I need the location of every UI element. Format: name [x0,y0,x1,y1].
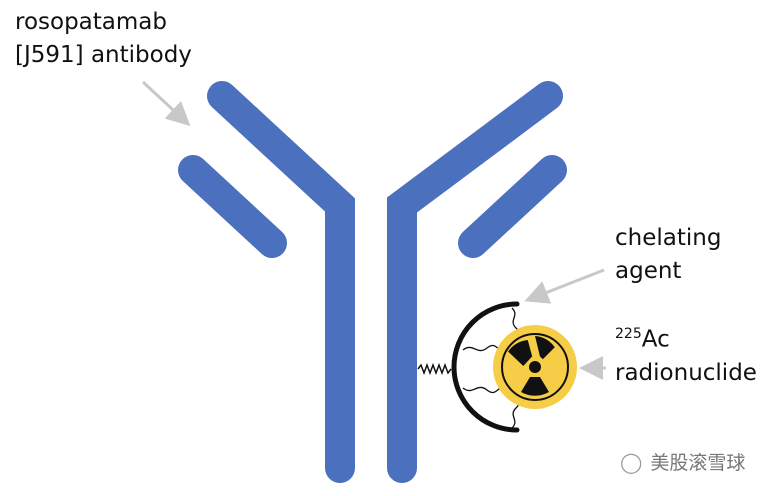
chelator-label: chelating agent [615,222,721,288]
right-light-chain [458,155,567,258]
antibody-arrow [141,80,191,127]
isotope-symbol: Ac [641,326,670,353]
radionuclide-icon [493,325,577,409]
watermark: ◯ 美股滚雪球 [620,448,745,475]
arrows [141,80,606,380]
watermark-text: 美股滚雪球 [650,452,746,474]
right-heavy-chain [387,81,563,483]
isotope-mass: 225 [615,326,642,342]
antibody-label-line2: [J591] antibody [15,42,192,68]
antibody-label: rosopatamab [J591] antibody [15,6,192,72]
antibody-label-line1: rosopatamab [15,9,167,35]
linker-spring [417,362,452,376]
left-light-chain [178,155,287,258]
left-heavy-chain [207,81,355,483]
antibody [178,81,567,483]
radiation-trefoil-icon [508,335,555,396]
chelator-arrow [524,268,605,304]
chelator-label-line1: chelating [615,225,722,251]
chelator-label-line2: agent [615,258,682,284]
radionuclide-label: 225Ac radionuclide [615,318,757,390]
isotope-label: 225Ac [615,318,757,357]
wechat-icon: ◯ [620,449,643,474]
radionuclide-text: radionuclide [615,359,757,386]
